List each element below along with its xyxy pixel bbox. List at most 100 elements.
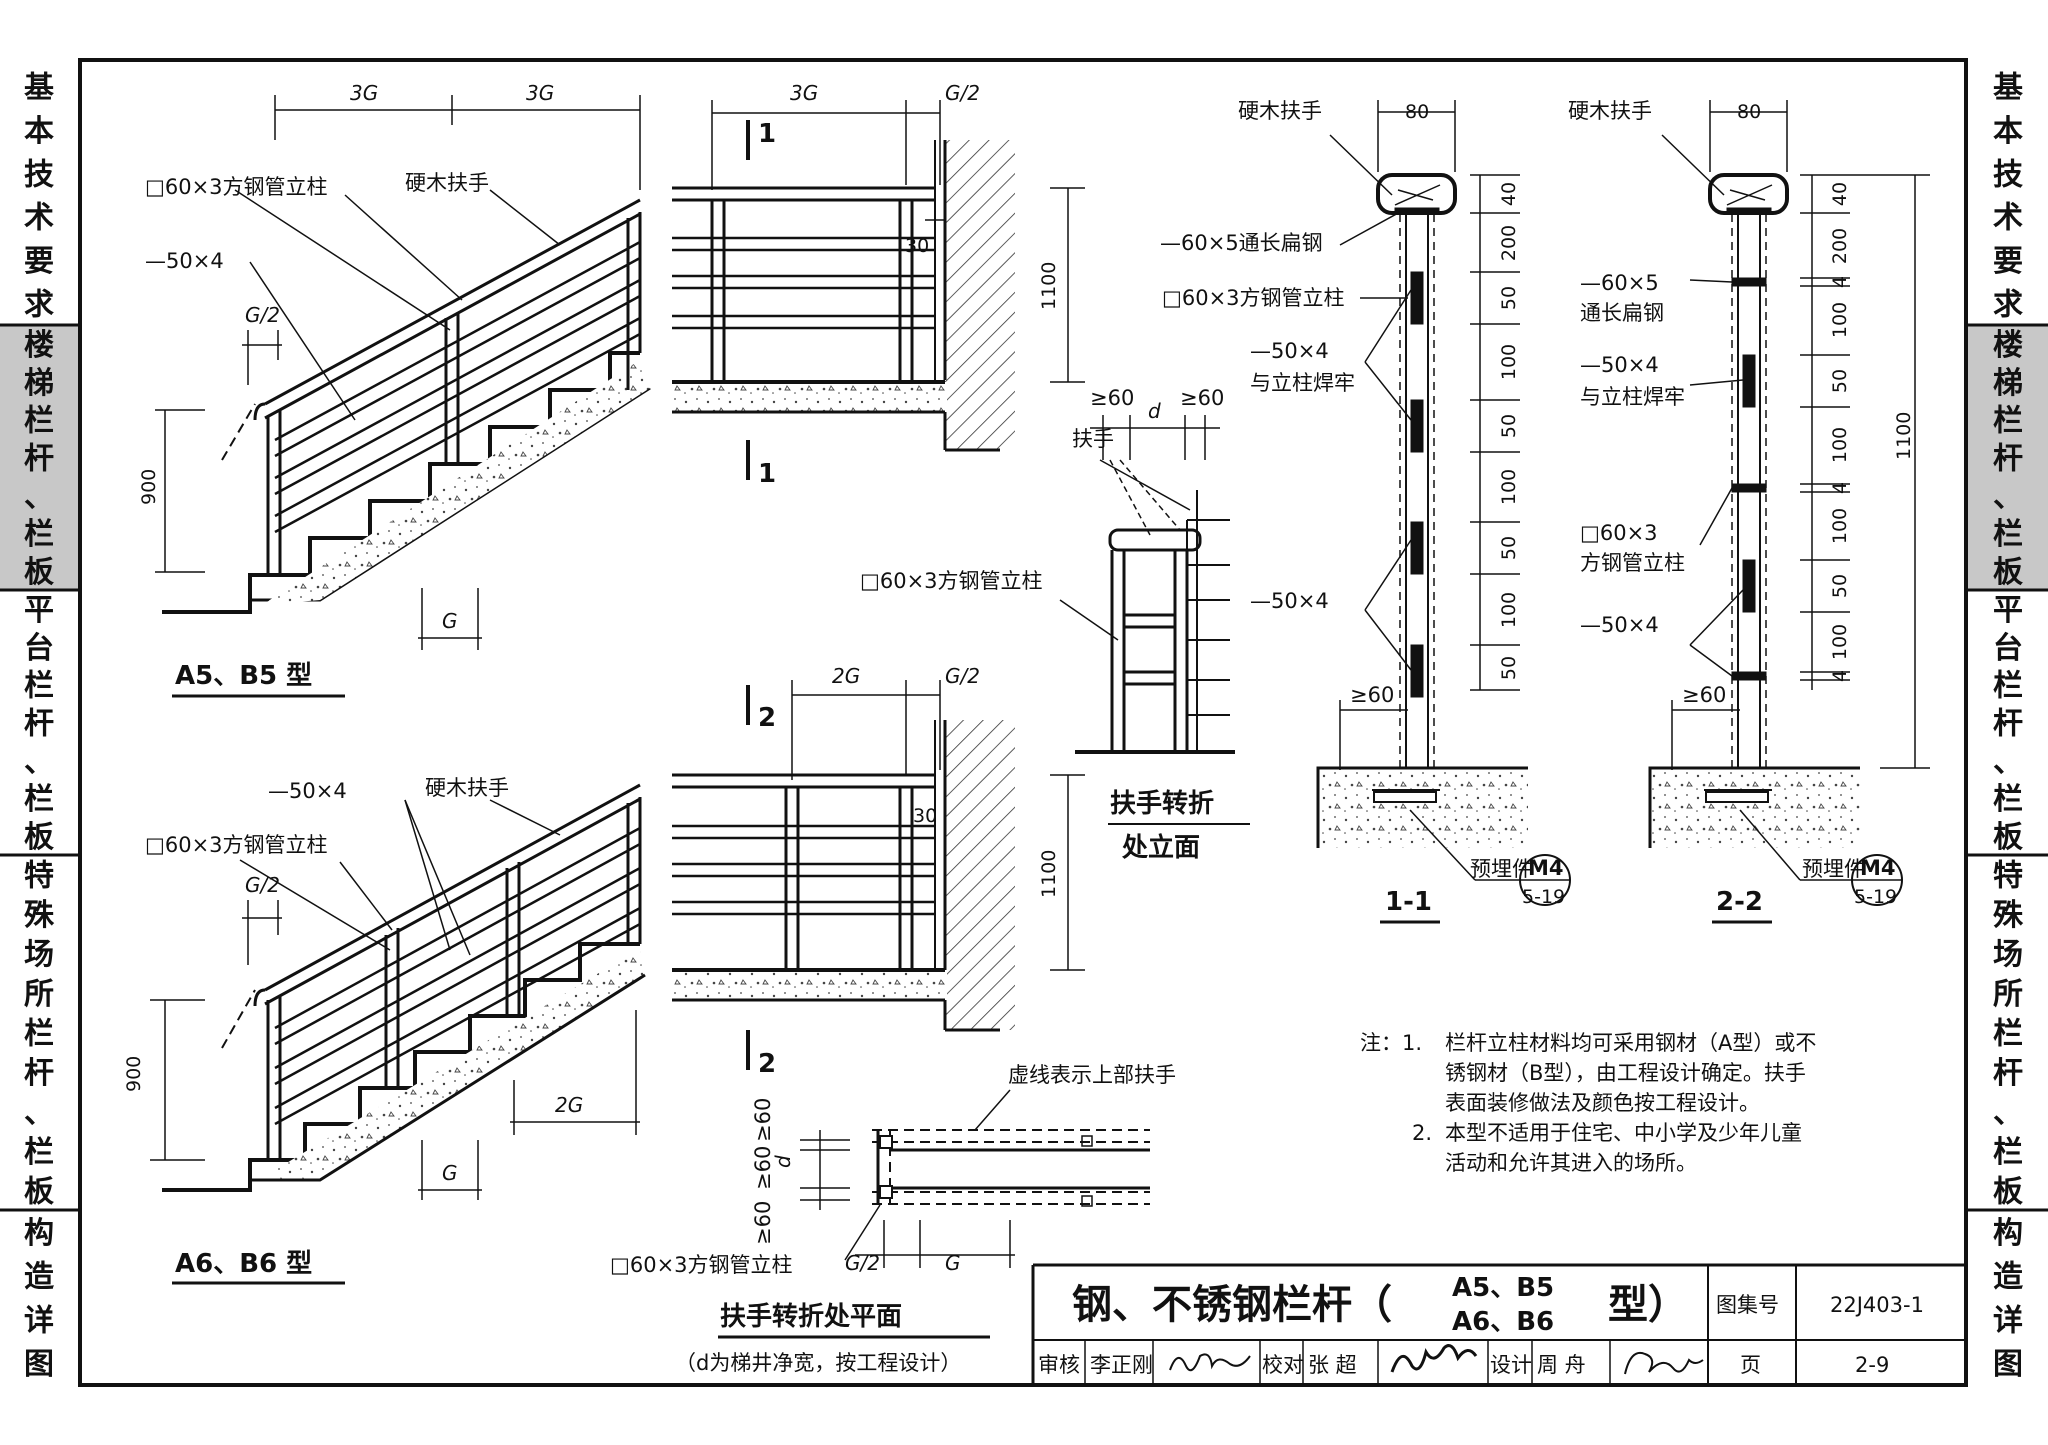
dim-c1-g-half: G/2 [945,81,980,105]
title-block [1031,1263,1966,1385]
notes: 注：1. 栏杆立柱材料均可采用钢材（A型）或不 锈钢材（B型），由工程设计确定。… [1360,1031,1816,1175]
stack-dim-value: 200 [1498,225,1520,261]
note-head-1: 注：1. [1360,1031,1422,1055]
cut-mark-1-top: 1 [758,119,776,149]
caption-turn-elev-1: 扶手转折 [1110,789,1214,819]
side-tab-char: 、 [1993,744,2023,779]
side-tab-char: 要 [1993,244,2023,279]
stack-dim-value: 100 [1829,508,1851,544]
side-tab-char: 造 [24,1260,54,1295]
s22-flat-50x4-b: —50×4 [1580,613,1659,637]
side-tab-char: 殊 [24,898,55,933]
turn-label-post: □60×3方钢管立柱 [860,569,1043,593]
side-tab-char: 栏 [24,1017,54,1052]
caption-turn-elev-2: 处立面 [1121,832,1200,863]
a6-label-handrail: 硬木扶手 [425,776,509,800]
center-elevation-2 [672,680,1085,1070]
a6b6-elevation [150,783,646,1200]
s11-flat-50x4-b: —50×4 [1250,589,1329,613]
section-label-1-1: 1-1 [1385,887,1432,917]
s11-handrail: 硬木扶手 [1238,99,1322,123]
s11-post: □60×3方钢管立柱 [1162,286,1345,310]
side-tab-char: 板 [24,555,54,590]
dim-a5-3g-right: 3G [526,81,554,105]
dim-a6-2g: 2G [555,1093,583,1117]
stack-dim-value: 100 [1829,427,1851,463]
signature-designer [1624,1352,1704,1375]
s22-w80: 80 [1737,101,1761,123]
side-tab-char: 杆 [1993,707,2023,742]
stack-dim-value: 50 [1829,574,1851,598]
dim-c2-1100: 1100 [1038,850,1060,898]
stack-dim-value: 100 [1829,624,1851,660]
page-number: 2-9 [1855,1353,1889,1377]
turn-plan-labels: ≥60 ≥60 d ≥60 虚线表示上部扶手 □60×3方钢管立柱 G/2 G … [610,1063,1176,1375]
side-tab-char: 栏 [24,669,54,704]
side-tab-char: 平 [24,593,54,628]
turn-ge60-left: ≥60 [1090,386,1134,410]
dim-c2-30: 30 [913,805,937,827]
plan-ge60-bottom: ≥60 [751,1201,775,1245]
center-elevation-1 [672,100,1085,480]
turn-elevation [1059,415,1235,754]
stack-dim-value: 50 [1498,536,1520,560]
stack-dim-value: 100 [1498,592,1520,628]
side-tab-char: 构 [1993,1216,2023,1251]
side-tab-char: 特 [1993,859,2023,894]
dim-a6-g-half: G/2 [245,873,280,897]
side-tab-char: 栏 [1993,517,2023,552]
side-tab-char: 杆 [1993,442,2023,477]
plan-dim-g: G [945,1251,961,1275]
side-tab-char: 构 [24,1216,54,1251]
turn-plan [800,1089,1150,1268]
turn-label-handrail: 扶手 [1072,427,1114,451]
side-tab-char: 梯 [1993,366,2023,401]
section-2-2-labels: 硬木扶手 80 —60×5 通长扁钢 —50×4 与立柱焊牢 □60×3 方钢管… [1568,99,1915,924]
plan-label-post: □60×3方钢管立柱 [610,1253,793,1277]
a6b6-labels: —50×4 硬木扶手 □60×3方钢管立柱 G/2 900 2G G A6、B6… [123,776,583,1285]
signature-reviewer [1169,1353,1251,1372]
plan-d: d [771,1155,795,1168]
s11-ref-code: M4 [1528,856,1564,880]
side-tab-char: 栏 [24,517,54,552]
side-tab-char: 栏 [1993,782,2023,817]
caption-a6b6: A6、B6 型 [175,1249,312,1279]
side-tab-char: 栏 [24,782,54,817]
s22-full-flat: 通长扁钢 [1580,301,1664,325]
cut-mark-2-top: 2 [758,703,776,733]
check-label: 校对 [1262,1353,1304,1377]
side-tab-char: 所 [1993,977,2023,1012]
atlas-number: 22J403-1 [1830,1293,1924,1317]
s22-post: 方钢管立柱 [1580,551,1685,575]
stack-dim-value: 100 [1498,469,1520,505]
stack-dim-value: 50 [1829,369,1851,393]
s22-weld: 与立柱焊牢 [1580,385,1685,409]
s22-post-size: □60×3 [1580,521,1658,545]
side-tab-char: 殊 [1993,898,2024,933]
s11-w80: 80 [1405,101,1429,123]
side-tab-char: 技 [24,157,54,192]
title-type: 型） [1608,1282,1688,1328]
title-a6b6: A6、B6 [1452,1307,1554,1337]
side-tab-char: 场 [1993,938,2023,973]
s22-flat-50x4-a: —50×4 [1580,353,1659,377]
s11-weld: 与立柱焊牢 [1250,371,1355,395]
section-1-1 [1316,100,1571,906]
dim-a6-900: 900 [123,1056,145,1092]
s11-embedded: 预埋件 [1470,857,1533,881]
note-head-2: 2. [1412,1121,1432,1145]
s11-ref-page: 5-19 [1522,886,1565,908]
side-tab-char: 杆 [1993,1056,2023,1091]
